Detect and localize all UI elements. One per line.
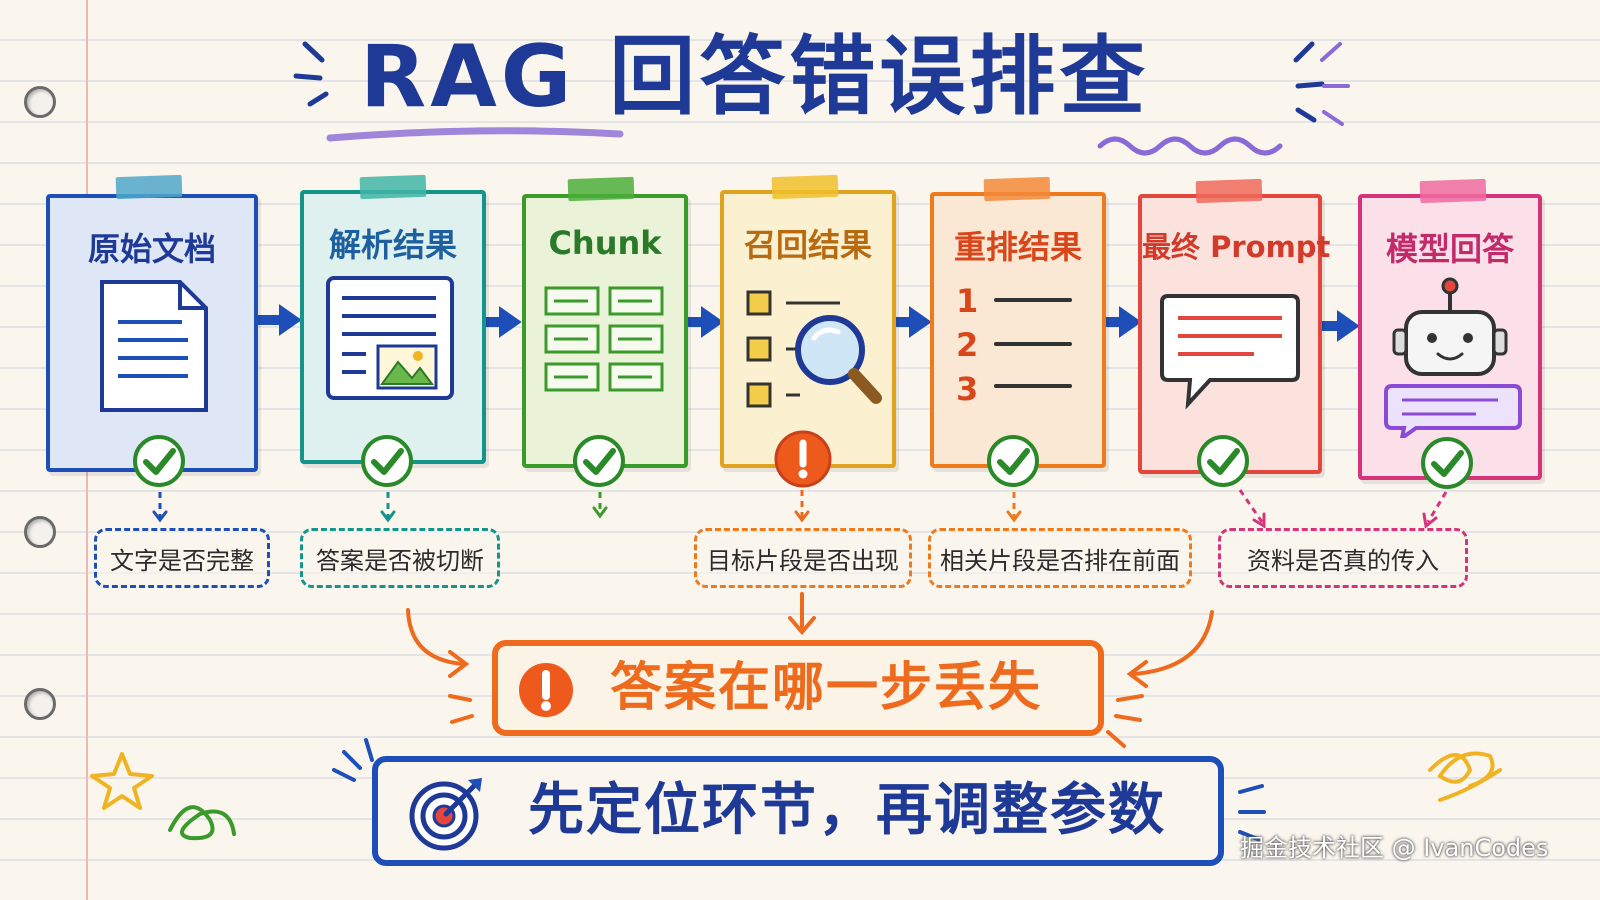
tape-decoration: [359, 174, 427, 200]
check-icon: [133, 435, 185, 487]
tape-decoration: [1195, 178, 1263, 204]
speech-bubble-icon: [1160, 294, 1300, 410]
chunk-grid-icon: [544, 286, 664, 392]
binder-hole: [24, 86, 56, 118]
watermark: 掘金技术社区 @ IvanCodes: [1240, 834, 1549, 862]
stage-card-answer: 模型回答: [1358, 194, 1542, 480]
check-icon: [361, 435, 413, 487]
tape-decoration: [1419, 178, 1487, 204]
stage-card-prompt: 最终 Prompt: [1138, 194, 1331, 474]
exclamation-icon: [519, 663, 573, 717]
check-question-ranked-first: 相关片段是否排在前面: [928, 528, 1192, 588]
stage-card-recall: 召回结果: [720, 190, 896, 468]
binder-hole: [24, 688, 56, 720]
robot-icon: [1384, 277, 1522, 438]
stage-label: 重排结果: [953, 228, 1082, 266]
tape-decoration: [771, 174, 839, 200]
stage-card-parsed: 解析结果: [300, 190, 486, 464]
stage-label: 召回结果: [743, 226, 872, 264]
alert-text: 答案在哪一步丢失: [610, 658, 1043, 718]
check-question-text-complete: 文字是否完整: [94, 528, 270, 588]
warning-icon: [774, 430, 832, 488]
stage-label: Chunk: [548, 224, 662, 262]
target-icon: [409, 778, 482, 851]
parsed-page-icon: [326, 276, 454, 400]
tape-decoration: [115, 174, 183, 200]
binder-hole: [24, 516, 56, 548]
page-title: RAG 回答错误排查: [360, 27, 1150, 127]
stage-label: 解析结果: [328, 226, 457, 264]
stage-card-chunk: Chunk: [522, 194, 688, 468]
stage-label: 最终 Prompt: [1142, 230, 1331, 264]
check-question-data-passed: 资料是否真的传入: [1218, 528, 1468, 588]
check-icon: [1197, 435, 1249, 487]
magnifier-icon: [746, 290, 882, 408]
alert-banner: 答案在哪一步丢失: [492, 640, 1104, 736]
rank-number: 2: [956, 326, 979, 364]
stage-label: 模型回答: [1385, 230, 1514, 268]
stage-card-rerank: 重排结果 1 2 3: [930, 192, 1106, 468]
check-question-answer-cut: 答案是否被切断: [300, 528, 500, 588]
tip-banner: 先定位环节，再调整参数: [372, 756, 1224, 866]
rank-number: 3: [956, 370, 979, 408]
stage-label: 原始文档: [87, 230, 216, 268]
tape-decoration: [567, 176, 635, 202]
check-icon: [1421, 437, 1473, 489]
check-icon: [573, 435, 625, 487]
ranked-list-icon: [994, 298, 1072, 388]
check-question-target-present: 目标片段是否出现: [694, 528, 912, 588]
stage-card-document: 原始文档: [46, 194, 258, 472]
tape-decoration: [983, 176, 1051, 202]
check-icon: [987, 435, 1039, 487]
tip-text: 先定位环节，再调整参数: [528, 778, 1166, 843]
document-icon: [100, 280, 208, 412]
rank-number: 1: [956, 282, 979, 320]
